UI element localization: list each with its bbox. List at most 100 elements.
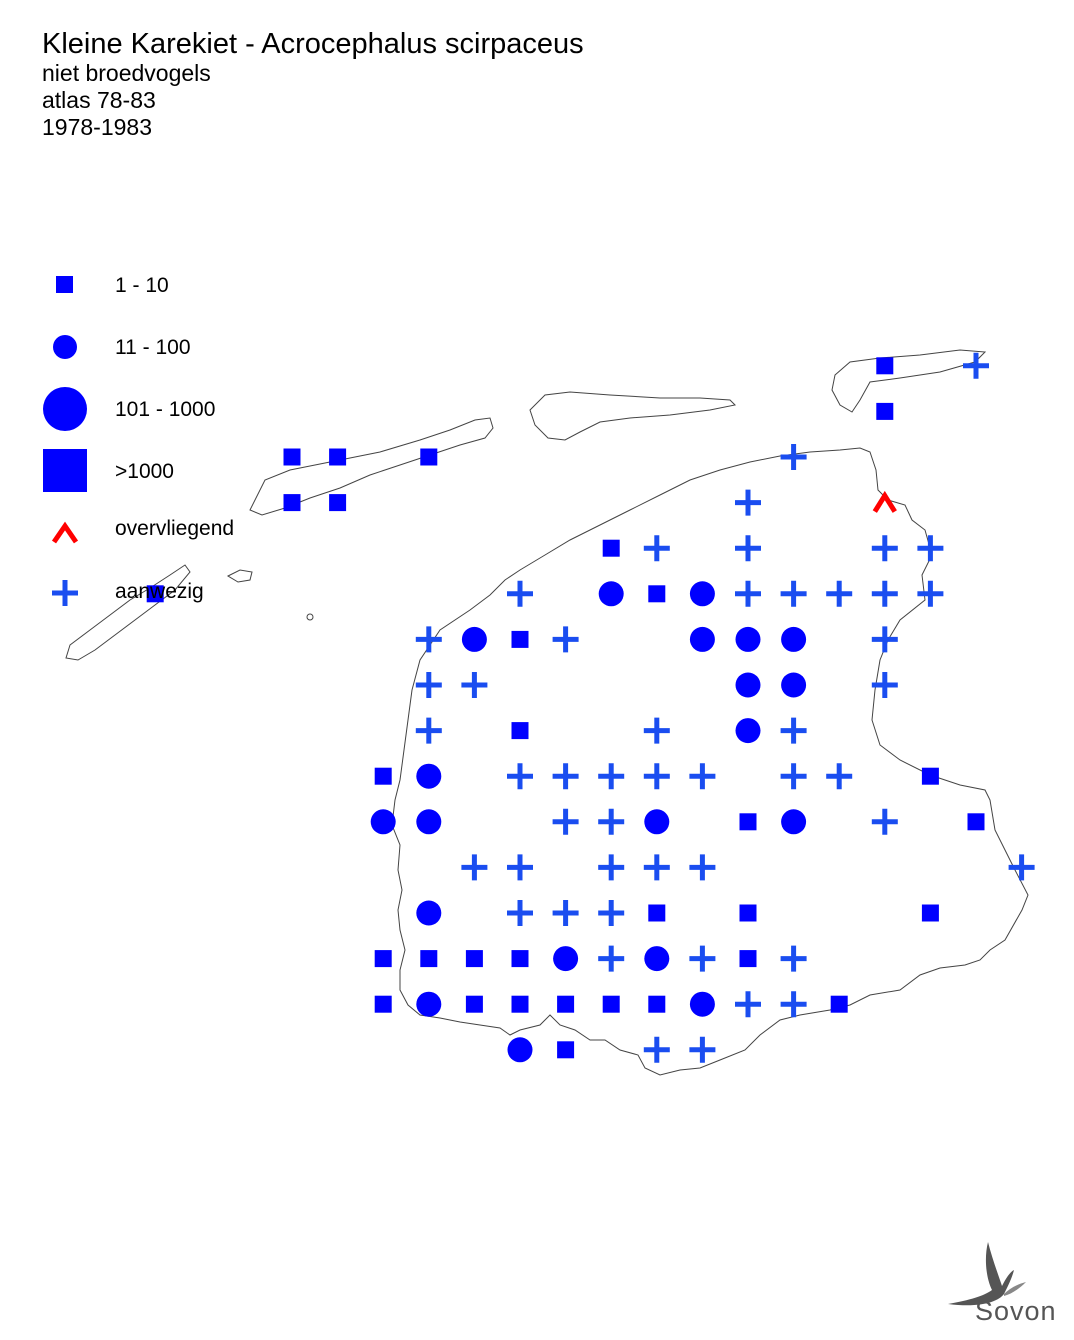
marker-plus-1 — [963, 352, 989, 379]
marker-circle-37 — [781, 672, 807, 698]
marker-plus-43 — [780, 717, 807, 744]
marker-circle-31 — [735, 626, 761, 652]
marker-plus-47 — [552, 763, 579, 790]
marker-caret-10 — [872, 490, 897, 513]
map-title: Kleine Karekiet - Acrocephalus scirpaceu… — [42, 28, 584, 60]
marker-circle-27 — [461, 626, 487, 652]
marker-plus-67 — [689, 854, 716, 881]
legend-label-3: 101 - 1000 — [115, 398, 216, 421]
legend-label-5: overvliegend — [115, 517, 235, 540]
marker-circle-69 — [416, 900, 442, 926]
marker-plus-21 — [780, 580, 807, 607]
marker-circle-82 — [644, 946, 670, 972]
marker-circle-36 — [735, 672, 761, 698]
marker-square-6 — [420, 448, 438, 466]
marker-plus-64 — [507, 854, 533, 881]
marker-plus-29 — [552, 626, 579, 653]
marker-plus-14 — [871, 535, 898, 562]
marker-plus-50 — [689, 763, 716, 790]
marker-circle-93 — [689, 991, 715, 1017]
marker-square-25 — [146, 585, 164, 603]
marker-plus-65 — [598, 854, 625, 881]
marker-plus-52 — [826, 763, 853, 790]
marker-circle-80 — [553, 946, 579, 972]
marker-plus-83 — [689, 945, 716, 972]
ameland-outline — [529, 391, 737, 441]
marker-circle-42 — [735, 718, 761, 744]
marker-square-86 — [374, 995, 392, 1013]
subtitle-1: niet broedvogels — [42, 60, 211, 86]
marker-circle-87 — [416, 991, 442, 1017]
marker-plus-15 — [917, 535, 944, 562]
marker-plus-16 — [507, 580, 533, 607]
small-islet — [306, 613, 314, 621]
marker-plus-34 — [415, 672, 442, 698]
marker-square-18 — [648, 585, 666, 603]
marker-plus-20 — [735, 580, 761, 607]
marker-square-53 — [921, 767, 939, 785]
marker-plus-61 — [871, 808, 898, 835]
marker-square-88 — [465, 995, 483, 1013]
marker-square-2 — [876, 402, 894, 420]
marker-square-4 — [283, 448, 301, 466]
marker-plus-70 — [507, 900, 533, 926]
legend-plus-icon — [52, 580, 78, 606]
marker-square-75 — [921, 904, 939, 922]
marker-square-98 — [557, 1041, 575, 1059]
schiermonnikoog-outline — [831, 349, 987, 413]
marker-circle-54 — [370, 809, 396, 835]
marker-plus-57 — [598, 808, 625, 835]
title-block: Kleine Karekiet - Acrocephalus scirpaceu… — [42, 28, 584, 141]
marker-plus-68 — [1008, 854, 1035, 881]
griend-outline — [226, 569, 253, 583]
marker-plus-35 — [461, 672, 488, 698]
vlieland-outline — [65, 564, 191, 661]
marker-circle-97 — [507, 1037, 533, 1063]
marker-circle-17 — [598, 581, 624, 607]
marker-plus-33 — [871, 626, 898, 653]
marker-plus-41 — [643, 717, 670, 744]
marker-plus-48 — [598, 763, 625, 790]
marker-plus-71 — [552, 900, 579, 926]
swallow-icon — [948, 1242, 1026, 1306]
marker-layer — [146, 352, 1035, 1063]
marker-plus-63 — [461, 854, 488, 881]
marker-plus-56 — [552, 808, 579, 835]
marker-plus-24 — [917, 580, 944, 607]
marker-square-96 — [830, 995, 848, 1013]
marker-square-78 — [465, 950, 483, 968]
marker-square-62 — [967, 813, 985, 831]
marker-square-76 — [374, 950, 392, 968]
marker-circle-45 — [416, 763, 442, 789]
marker-plus-66 — [643, 854, 670, 881]
marker-square-28 — [511, 630, 529, 648]
legend-label-1: 1 - 10 — [115, 274, 169, 297]
marker-square-8 — [329, 494, 347, 512]
marker-plus-72 — [598, 900, 625, 926]
marker-circle-60 — [781, 809, 807, 835]
marker-plus-13 — [735, 535, 761, 562]
marker-plus-38 — [871, 672, 898, 698]
subtitle-2: atlas 78-83 — [42, 87, 156, 113]
marker-square-59 — [739, 813, 757, 831]
marker-square-77 — [420, 950, 438, 968]
marker-square-7 — [283, 494, 301, 512]
mainland-outline — [391, 447, 1029, 1076]
marker-circle-58 — [644, 809, 670, 835]
subtitle-3: 1978-1983 — [42, 114, 152, 140]
marker-plus-23 — [871, 580, 898, 607]
marker-square-0 — [876, 357, 894, 375]
legend-label-2: 11 - 100 — [115, 336, 191, 359]
legend-caret-icon — [51, 521, 79, 544]
marker-square-91 — [602, 995, 620, 1013]
marker-plus-95 — [780, 991, 807, 1018]
marker-circle-19 — [689, 581, 715, 607]
marker-circle-55 — [416, 809, 442, 835]
marker-plus-3 — [780, 444, 807, 470]
coastline-outlines — [65, 349, 1029, 1076]
legend-square-small-icon — [56, 276, 73, 293]
marker-square-73 — [648, 904, 666, 922]
marker-plus-85 — [780, 945, 807, 972]
sovon-logo-text: Sovon — [975, 1296, 1057, 1326]
marker-square-79 — [511, 950, 529, 968]
